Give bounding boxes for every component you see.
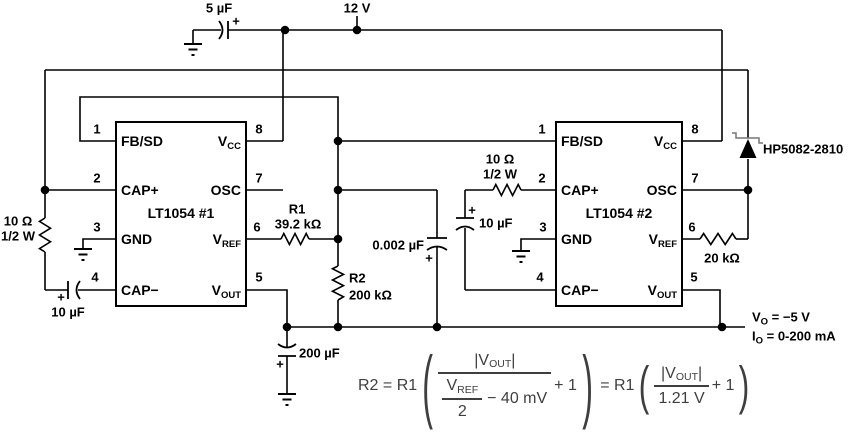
ic2-box xyxy=(555,121,683,307)
ic1-pin3-num: 3 xyxy=(93,219,101,235)
bypass-cap-plus: + xyxy=(232,13,240,29)
output-cap-200uf-symbol xyxy=(277,343,297,357)
r2-name: R2 xyxy=(349,270,366,286)
ic2-pin6-num: 6 xyxy=(688,219,696,235)
paren-close-1: ) xyxy=(582,339,593,431)
ic2-pin6-label: VREF xyxy=(648,230,677,250)
ic2-pin5-num: 5 xyxy=(690,269,698,285)
equation-lhs: R2 = R1 xyxy=(358,377,418,394)
r2-value: 200 kΩ xyxy=(349,287,392,303)
output-voltage-label: VO = −5 V xyxy=(752,309,810,328)
fly-cap2-plus: + xyxy=(468,202,476,218)
output-cap-plus: + xyxy=(276,356,284,372)
equation-rhs: = R1 xyxy=(600,377,635,394)
paren-open-2: ( xyxy=(639,356,650,415)
junction-dots xyxy=(40,25,753,332)
branch2-res-value: 10 Ω xyxy=(485,151,515,167)
paren-close-2: ) xyxy=(739,356,750,415)
branch1-res-value: 10 Ω xyxy=(3,213,33,229)
resistor-r2 xyxy=(330,265,346,301)
comp-cap-plus: + xyxy=(425,250,433,266)
ic2-pin8-num: 8 xyxy=(691,121,699,137)
branch1-res-power: 1/2 W xyxy=(1,228,35,244)
diode-triangle xyxy=(739,139,757,158)
ic2-pin3-label: GND xyxy=(561,231,593,247)
ic1-pin3-label: GND xyxy=(121,231,153,247)
ic2-pin2-label: CAP+ xyxy=(561,182,599,198)
ic1-pin1-num: 1 xyxy=(93,121,101,137)
ic1-pin5-num: 5 xyxy=(255,269,263,285)
diode-part-number: HP5082-2810 xyxy=(763,141,844,157)
ic1-pin8-num: 8 xyxy=(255,121,263,137)
ground-symbol-ic1 xyxy=(74,248,92,261)
ic2-pin1-label: FB/SD xyxy=(561,133,603,149)
r1-name: R1 xyxy=(288,201,306,217)
ic2-pin2-num: 2 xyxy=(538,170,546,186)
fly-cap2-value: 10 µF xyxy=(479,215,513,231)
comp-cap-symbol xyxy=(426,237,448,251)
plus-one-2: + 1 xyxy=(711,377,735,394)
capacitor-symbols xyxy=(67,20,475,357)
ground-symbol-outcap xyxy=(278,393,296,406)
comp-cap-value: 0.002 µF xyxy=(372,237,424,253)
plus-one-1: + 1 xyxy=(554,377,577,394)
r1-value: 39.2 kΩ xyxy=(274,216,322,232)
ic2-title: LT1054 #2 xyxy=(585,205,653,221)
fly-cap1-plus: + xyxy=(57,289,65,305)
resistor-10ohm-1 xyxy=(37,217,53,253)
bypass-cap-5uf-symbol xyxy=(218,20,229,40)
ic2-pin8-label: VCC xyxy=(653,132,677,152)
ic1-pin7-label: OSC xyxy=(210,181,241,198)
ic1-pin1-label: FB/SD xyxy=(121,133,163,149)
ic1-pin2-label: CAP+ xyxy=(121,182,159,198)
ic1-title: LT1054 #1 xyxy=(147,205,215,221)
ic1-pin5-label: VOUT xyxy=(211,281,241,301)
ground-symbol-bypass xyxy=(184,43,202,56)
ic2-pin7-label: OSC xyxy=(646,181,677,198)
ic1-pin8-label: VCC xyxy=(217,132,241,152)
wires xyxy=(44,16,749,394)
ic2-pin5-label: VOUT xyxy=(647,281,677,301)
ic2-pin4-num: 4 xyxy=(536,269,544,285)
osc-res-value: 20 kΩ xyxy=(704,250,740,266)
ic1-pin6-num: 6 xyxy=(253,219,261,235)
ic1-pin7-num: 7 xyxy=(255,170,263,186)
ic2-pin3-num: 3 xyxy=(539,219,547,235)
ic1-box xyxy=(115,121,247,307)
resistor-10ohm-2 xyxy=(492,182,522,198)
resistor-symbols xyxy=(37,182,737,301)
ground-symbols xyxy=(74,43,530,406)
bypass-cap-value: 5 µF xyxy=(205,0,233,16)
output-current-label: IO = 0-200 mA xyxy=(752,328,836,347)
ic1-pin6-label: VREF xyxy=(212,230,241,250)
ic2-pin4-label: CAP− xyxy=(561,282,599,298)
resistor-r1 xyxy=(280,231,310,247)
ic2-pin7-num: 7 xyxy=(691,170,699,186)
fly-cap1-10uf-symbol xyxy=(67,280,81,300)
ground-symbol-ic2 xyxy=(512,250,530,263)
fly-cap1-value: 10 µF xyxy=(51,304,85,320)
paren-open-1: ( xyxy=(422,339,434,431)
ic1-pin4-label: CAP− xyxy=(121,282,159,298)
fly-cap2-10uf-symbol xyxy=(455,217,475,231)
ic1-pin2-num: 2 xyxy=(93,170,101,186)
schottky-diode-symbol xyxy=(732,132,763,158)
output-cap-value: 200 µF xyxy=(299,345,340,361)
branch2-res-power: 1/2 W xyxy=(483,166,517,182)
ic1-pin4-num: 4 xyxy=(91,269,99,285)
supply-voltage: 12 V xyxy=(343,0,371,16)
resistor-20k xyxy=(699,232,737,246)
ic2-pin1-num: 1 xyxy=(538,121,546,137)
